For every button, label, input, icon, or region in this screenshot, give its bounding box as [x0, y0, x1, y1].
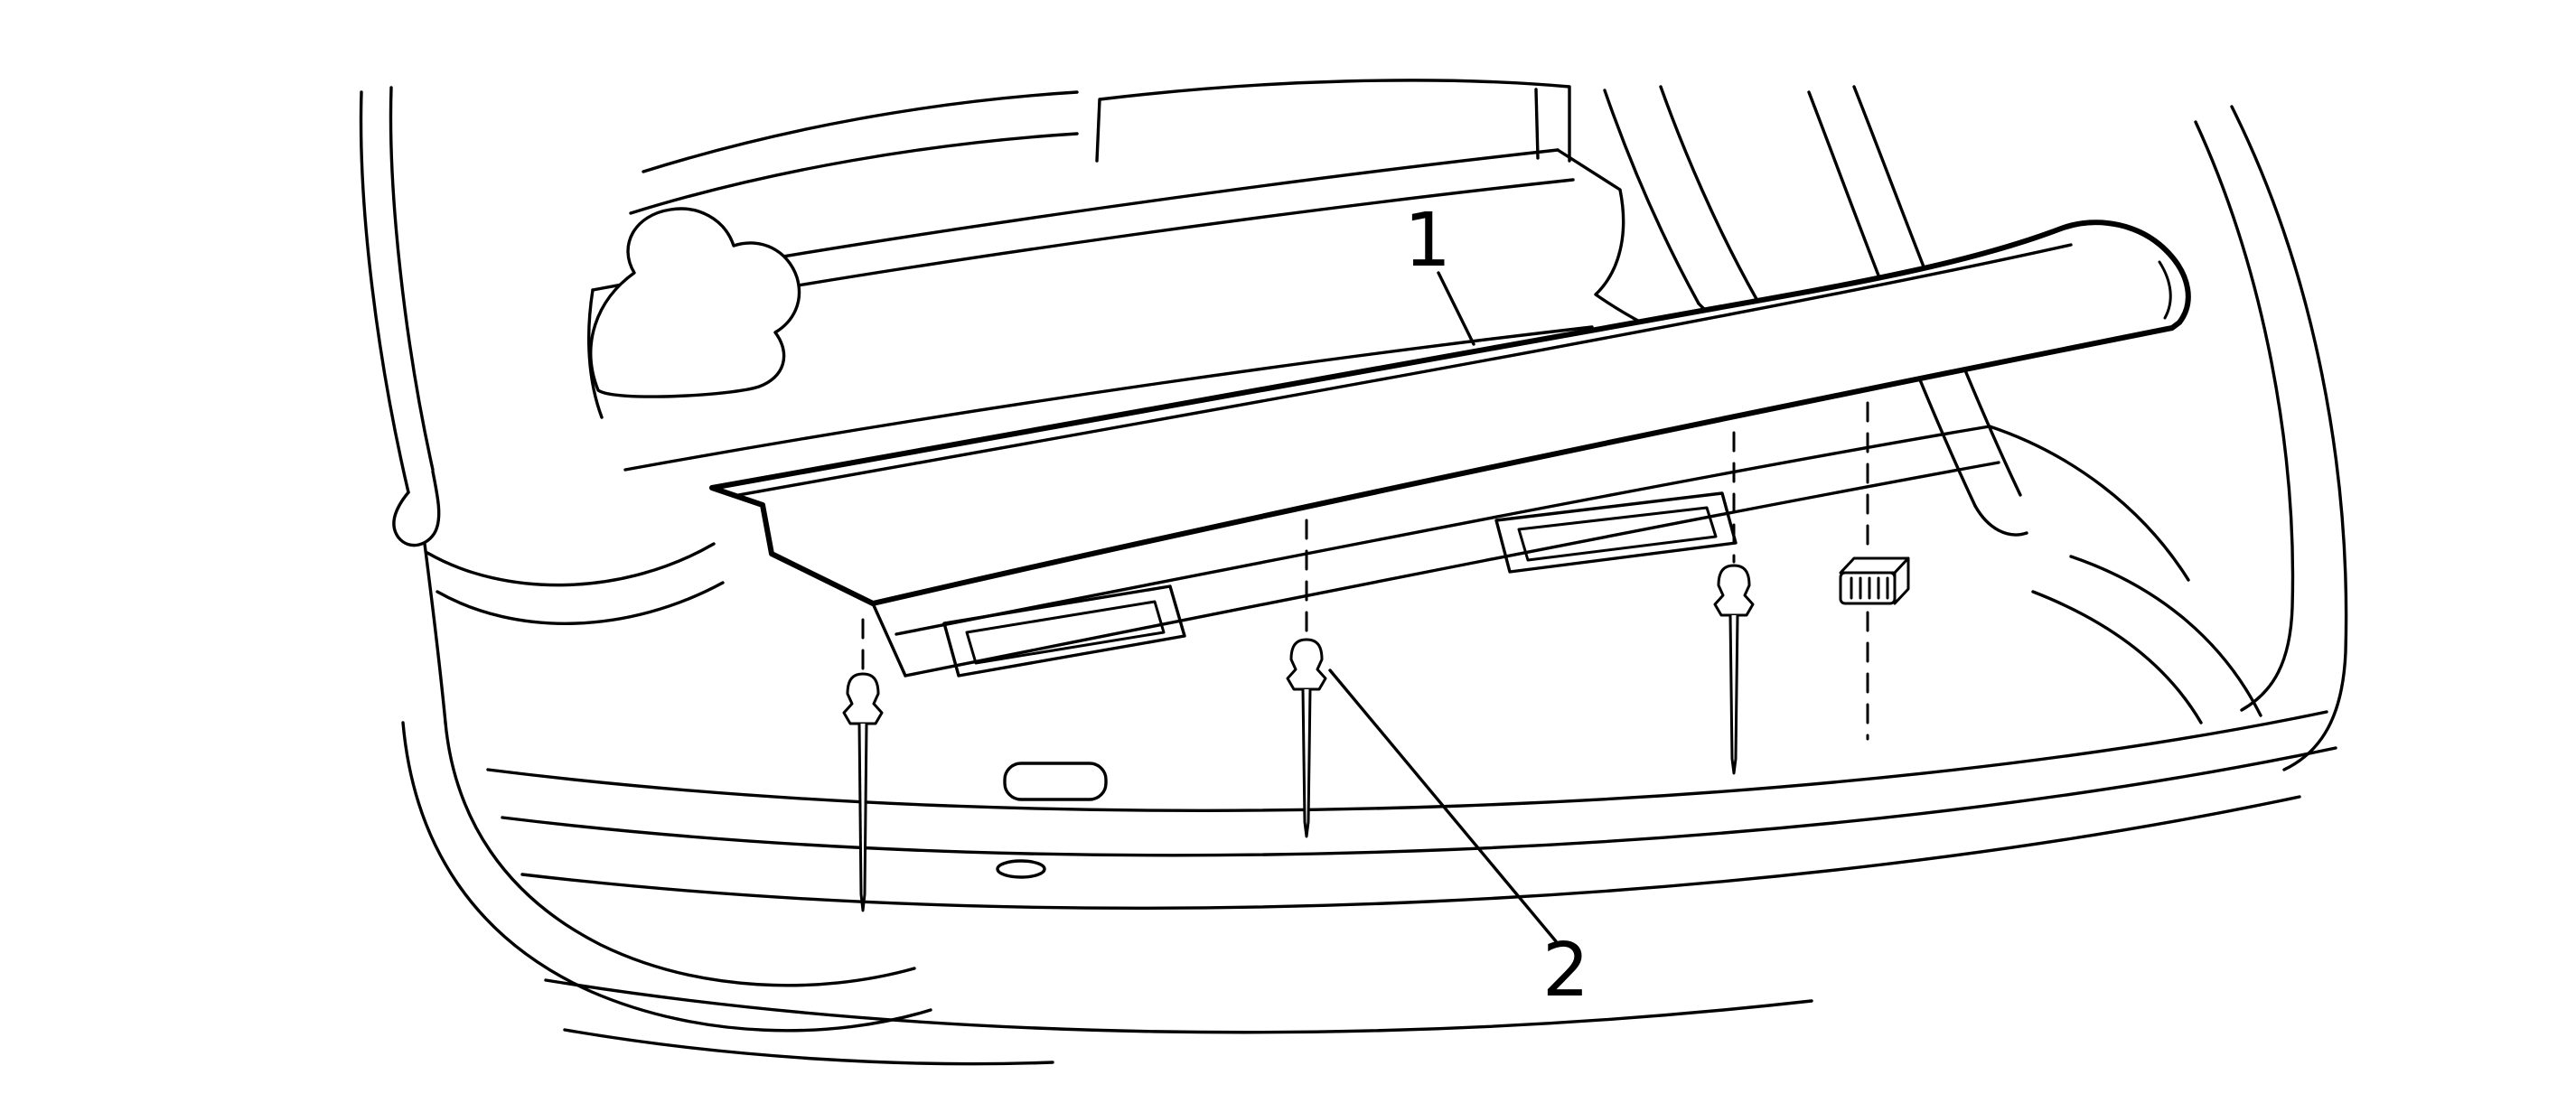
callout-1-leader-line — [1437, 271, 1475, 346]
callout-1: 1 — [1404, 198, 1475, 346]
sill-slot-detail — [1003, 762, 1108, 801]
wheel-hump — [589, 207, 801, 398]
upper-structure-lines — [629, 79, 1758, 321]
callout-1-label: 1 — [1404, 198, 1451, 284]
trim-panel-fold-line — [732, 243, 2073, 498]
callout-2-leader-line — [1328, 668, 1558, 943]
sill-hole-detail — [996, 859, 1046, 879]
callout-2: 2 — [1328, 668, 1589, 1014]
left-frame-lines — [359, 86, 932, 1033]
alignment-dash-lines — [861, 401, 1869, 741]
seatback-panel — [1095, 79, 1571, 163]
bottom-sill-lines — [486, 710, 2337, 1066]
cargo-floor-lines — [587, 148, 2190, 678]
d-pillar-band — [1603, 89, 1700, 305]
trim-panel-outline — [709, 220, 2191, 606]
push-pin-fastener-2 — [1286, 638, 1327, 838]
right-frame-lines — [1807, 85, 2348, 771]
trim-panel-tip-line — [2158, 260, 2172, 320]
push-pin-fastener-3 — [1713, 564, 1755, 775]
callout-2-label: 2 — [1542, 928, 1589, 1014]
floor-slot-right — [1494, 491, 1738, 574]
left-seal-hook — [392, 470, 441, 547]
push-pin-fastener-1 — [842, 672, 884, 912]
floor-slot-left — [942, 584, 1186, 678]
trim-panel — [709, 220, 2191, 606]
clip-fastener — [1839, 556, 1910, 605]
